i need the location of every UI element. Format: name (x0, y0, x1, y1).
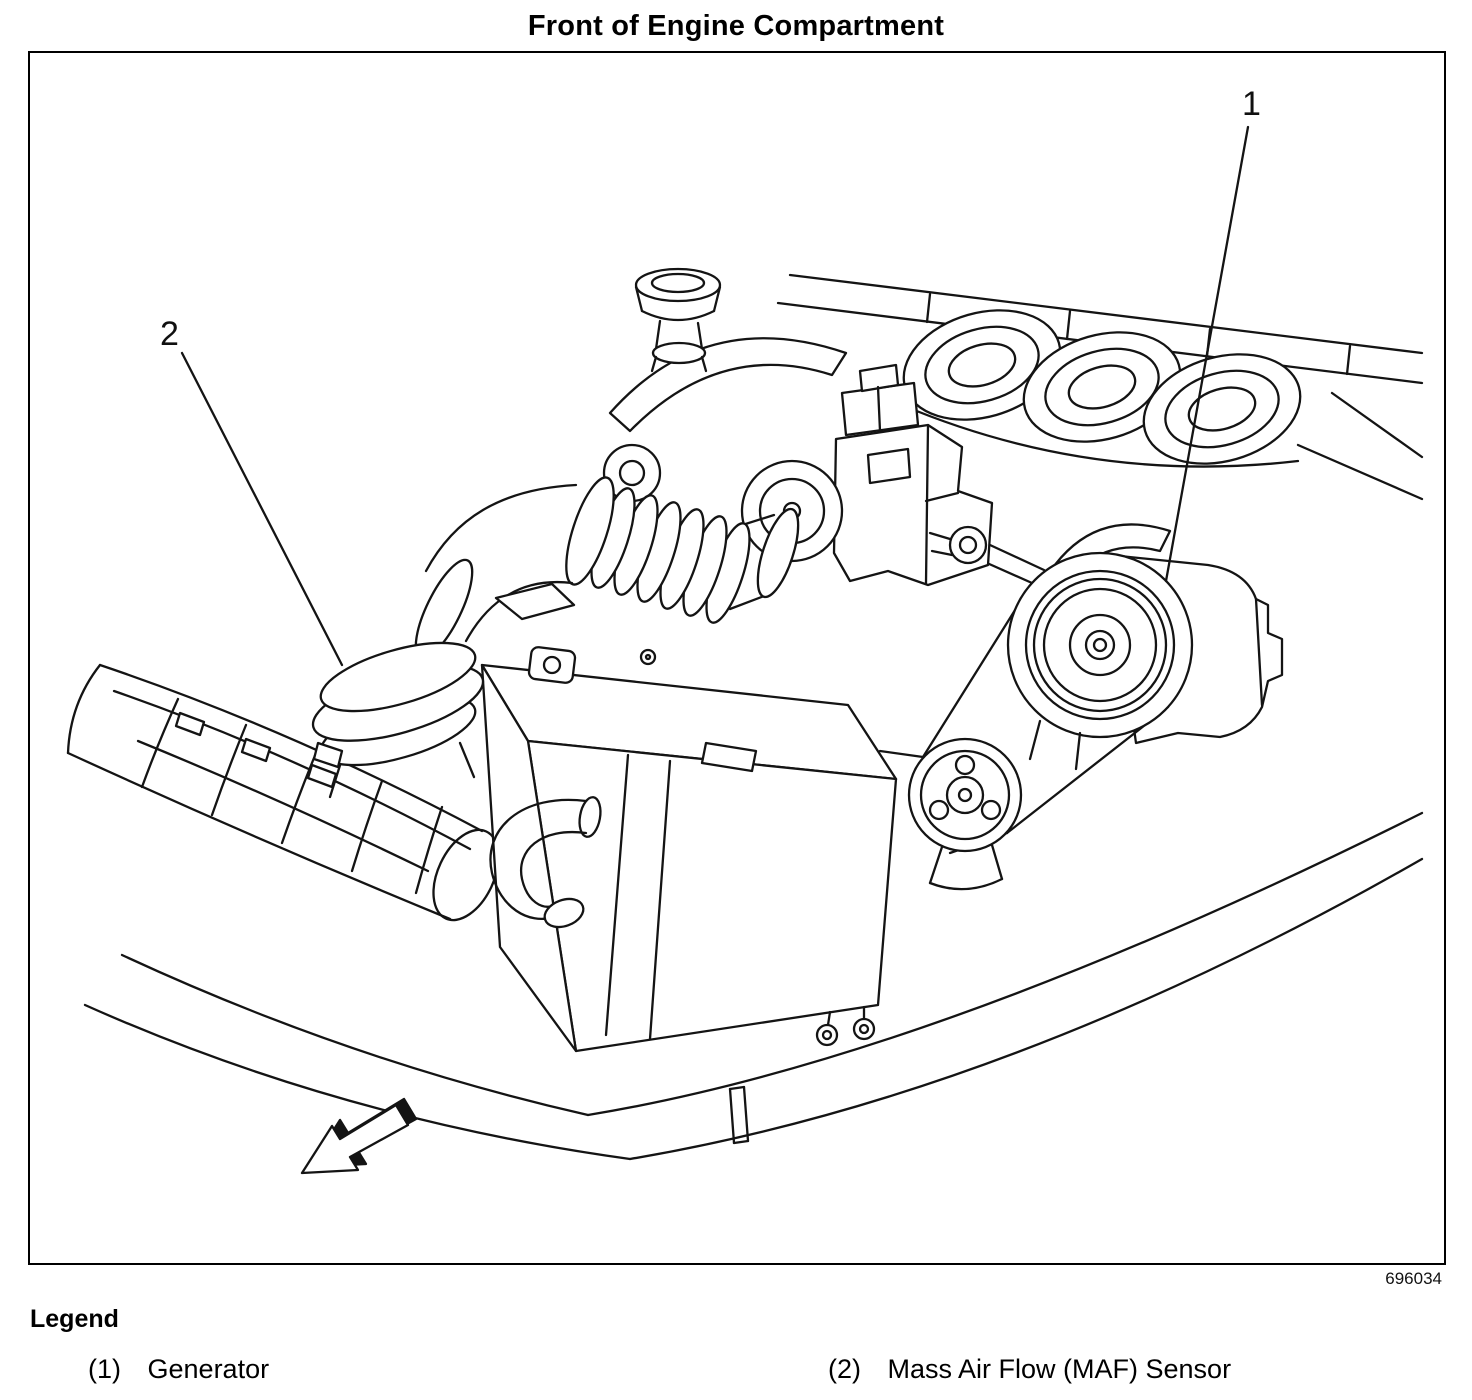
engine-box-drawing (480, 646, 898, 1053)
intake-duct-drawing (414, 476, 800, 660)
maf-sensor-drawing (311, 641, 485, 799)
idler-pulley-drawing (907, 737, 1023, 891)
legend-item-generator: (1) Generator (88, 1354, 269, 1385)
callout-2-number: 2 (160, 315, 179, 353)
legend-row: (1) Generator (2) Mass Air Flow (MAF) Se… (0, 1354, 1472, 1400)
generator-drawing (878, 543, 1284, 891)
legend-item-maf-sensor: (2) Mass Air Flow (MAF) Sensor (828, 1354, 1231, 1385)
legend-heading: Legend (30, 1305, 119, 1333)
figure-title: Front of Engine Compartment (527, 10, 945, 42)
document-page: Front of Engine Compartment (0, 10, 1472, 1400)
air-cleaner-drawing (66, 663, 500, 922)
front-direction-arrow (300, 1097, 418, 1175)
legend-item-2-index: (2) (828, 1354, 861, 1384)
legend-item-1-label: Generator (147, 1354, 270, 1384)
hose-drawing (489, 796, 602, 929)
engine-top-drawing (608, 267, 1424, 623)
callout-1-number: 1 (1242, 85, 1261, 123)
throttle-body-drawing (602, 363, 994, 587)
legend: Legend (1) Generator (2) Mass Air Flow (… (0, 1305, 1472, 1400)
callout-1: 1 (1164, 85, 1261, 583)
body-panel-lines (83, 811, 1424, 1161)
oil-filler-cap-drawing (634, 267, 722, 373)
callout-2: 2 (160, 315, 344, 667)
legend-item-1-index: (1) (88, 1354, 121, 1384)
figure-number: 696034 (1385, 1269, 1442, 1288)
engine-line-art: 1 2 (66, 85, 1424, 1175)
figure-frame: 1 2 (28, 51, 1446, 1265)
legend-item-2-label: Mass Air Flow (MAF) Sensor (887, 1354, 1232, 1384)
